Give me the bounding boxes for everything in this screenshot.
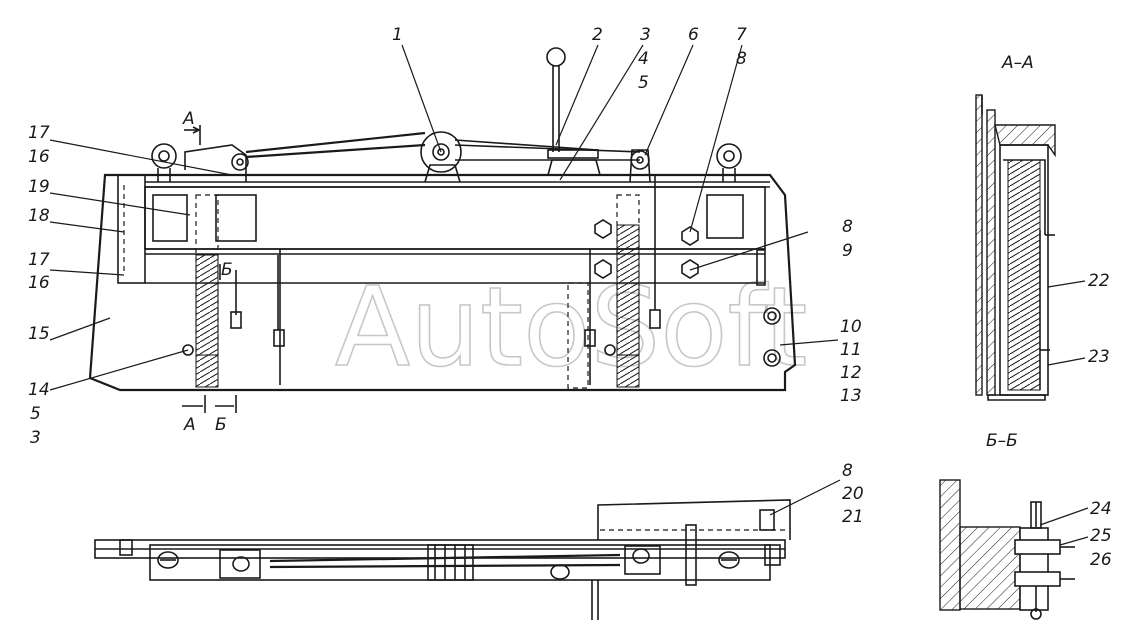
callout-12: 12 (840, 363, 862, 383)
callout-16-mid: 16 (28, 273, 50, 293)
main-view-leaders (49, 44, 839, 391)
callout-9: 9 (842, 241, 853, 261)
callout-17-mid: 17 (28, 250, 50, 270)
callout-2: 2 (592, 25, 603, 45)
callout-6: 6 (688, 25, 699, 45)
main-front-view (88, 47, 797, 413)
callout-15: 15 (28, 324, 50, 344)
section-a-a-title: А–А (1001, 53, 1034, 73)
section-b-b-title: Б–Б (986, 431, 1018, 451)
callout-8-mid: 8 (842, 217, 853, 237)
callout-21: 21 (842, 507, 864, 527)
callout-5-low: 5 (30, 404, 41, 424)
callout-26: 26 (1090, 550, 1112, 570)
cut-mark-b-bottom: Б (215, 415, 227, 435)
callout-3: 3 (640, 25, 651, 45)
section-a-a: А–А 22 23 (975, 53, 1110, 401)
callout-7: 7 (736, 25, 747, 45)
callout-1: 1 (392, 25, 403, 45)
callout-3-low: 3 (30, 428, 41, 448)
callout-14: 14 (28, 380, 50, 400)
top-plan-view: 8 20 21 (94, 461, 864, 620)
cut-mark-b-mid: Б (221, 260, 233, 280)
callout-8-bottom: 8 (842, 461, 853, 481)
callout-20: 20 (842, 484, 864, 504)
callout-23: 23 (1088, 347, 1110, 367)
callout-24: 24 (1090, 499, 1112, 519)
callout-13: 13 (840, 386, 862, 406)
callout-18: 18 (28, 206, 50, 226)
main-view-callouts: 1 2 3 4 5 6 7 8 17 16 19 18 17 16 15 14 … (28, 25, 862, 448)
cut-mark-a-top: А (182, 109, 195, 129)
callout-4: 4 (638, 49, 649, 69)
callout-16-top: 16 (28, 147, 50, 167)
callout-5: 5 (638, 73, 649, 93)
callout-17-top: 17 (28, 123, 50, 143)
cut-mark-a-bottom: А (183, 415, 196, 435)
callout-25: 25 (1090, 526, 1112, 546)
callout-11: 11 (840, 340, 862, 360)
callout-19: 19 (28, 177, 50, 197)
section-b-b: Б–Б 24 25 26 (939, 431, 1112, 620)
callout-22: 22 (1088, 271, 1110, 291)
callout-10: 10 (840, 317, 862, 337)
callout-8-top: 8 (736, 49, 747, 69)
